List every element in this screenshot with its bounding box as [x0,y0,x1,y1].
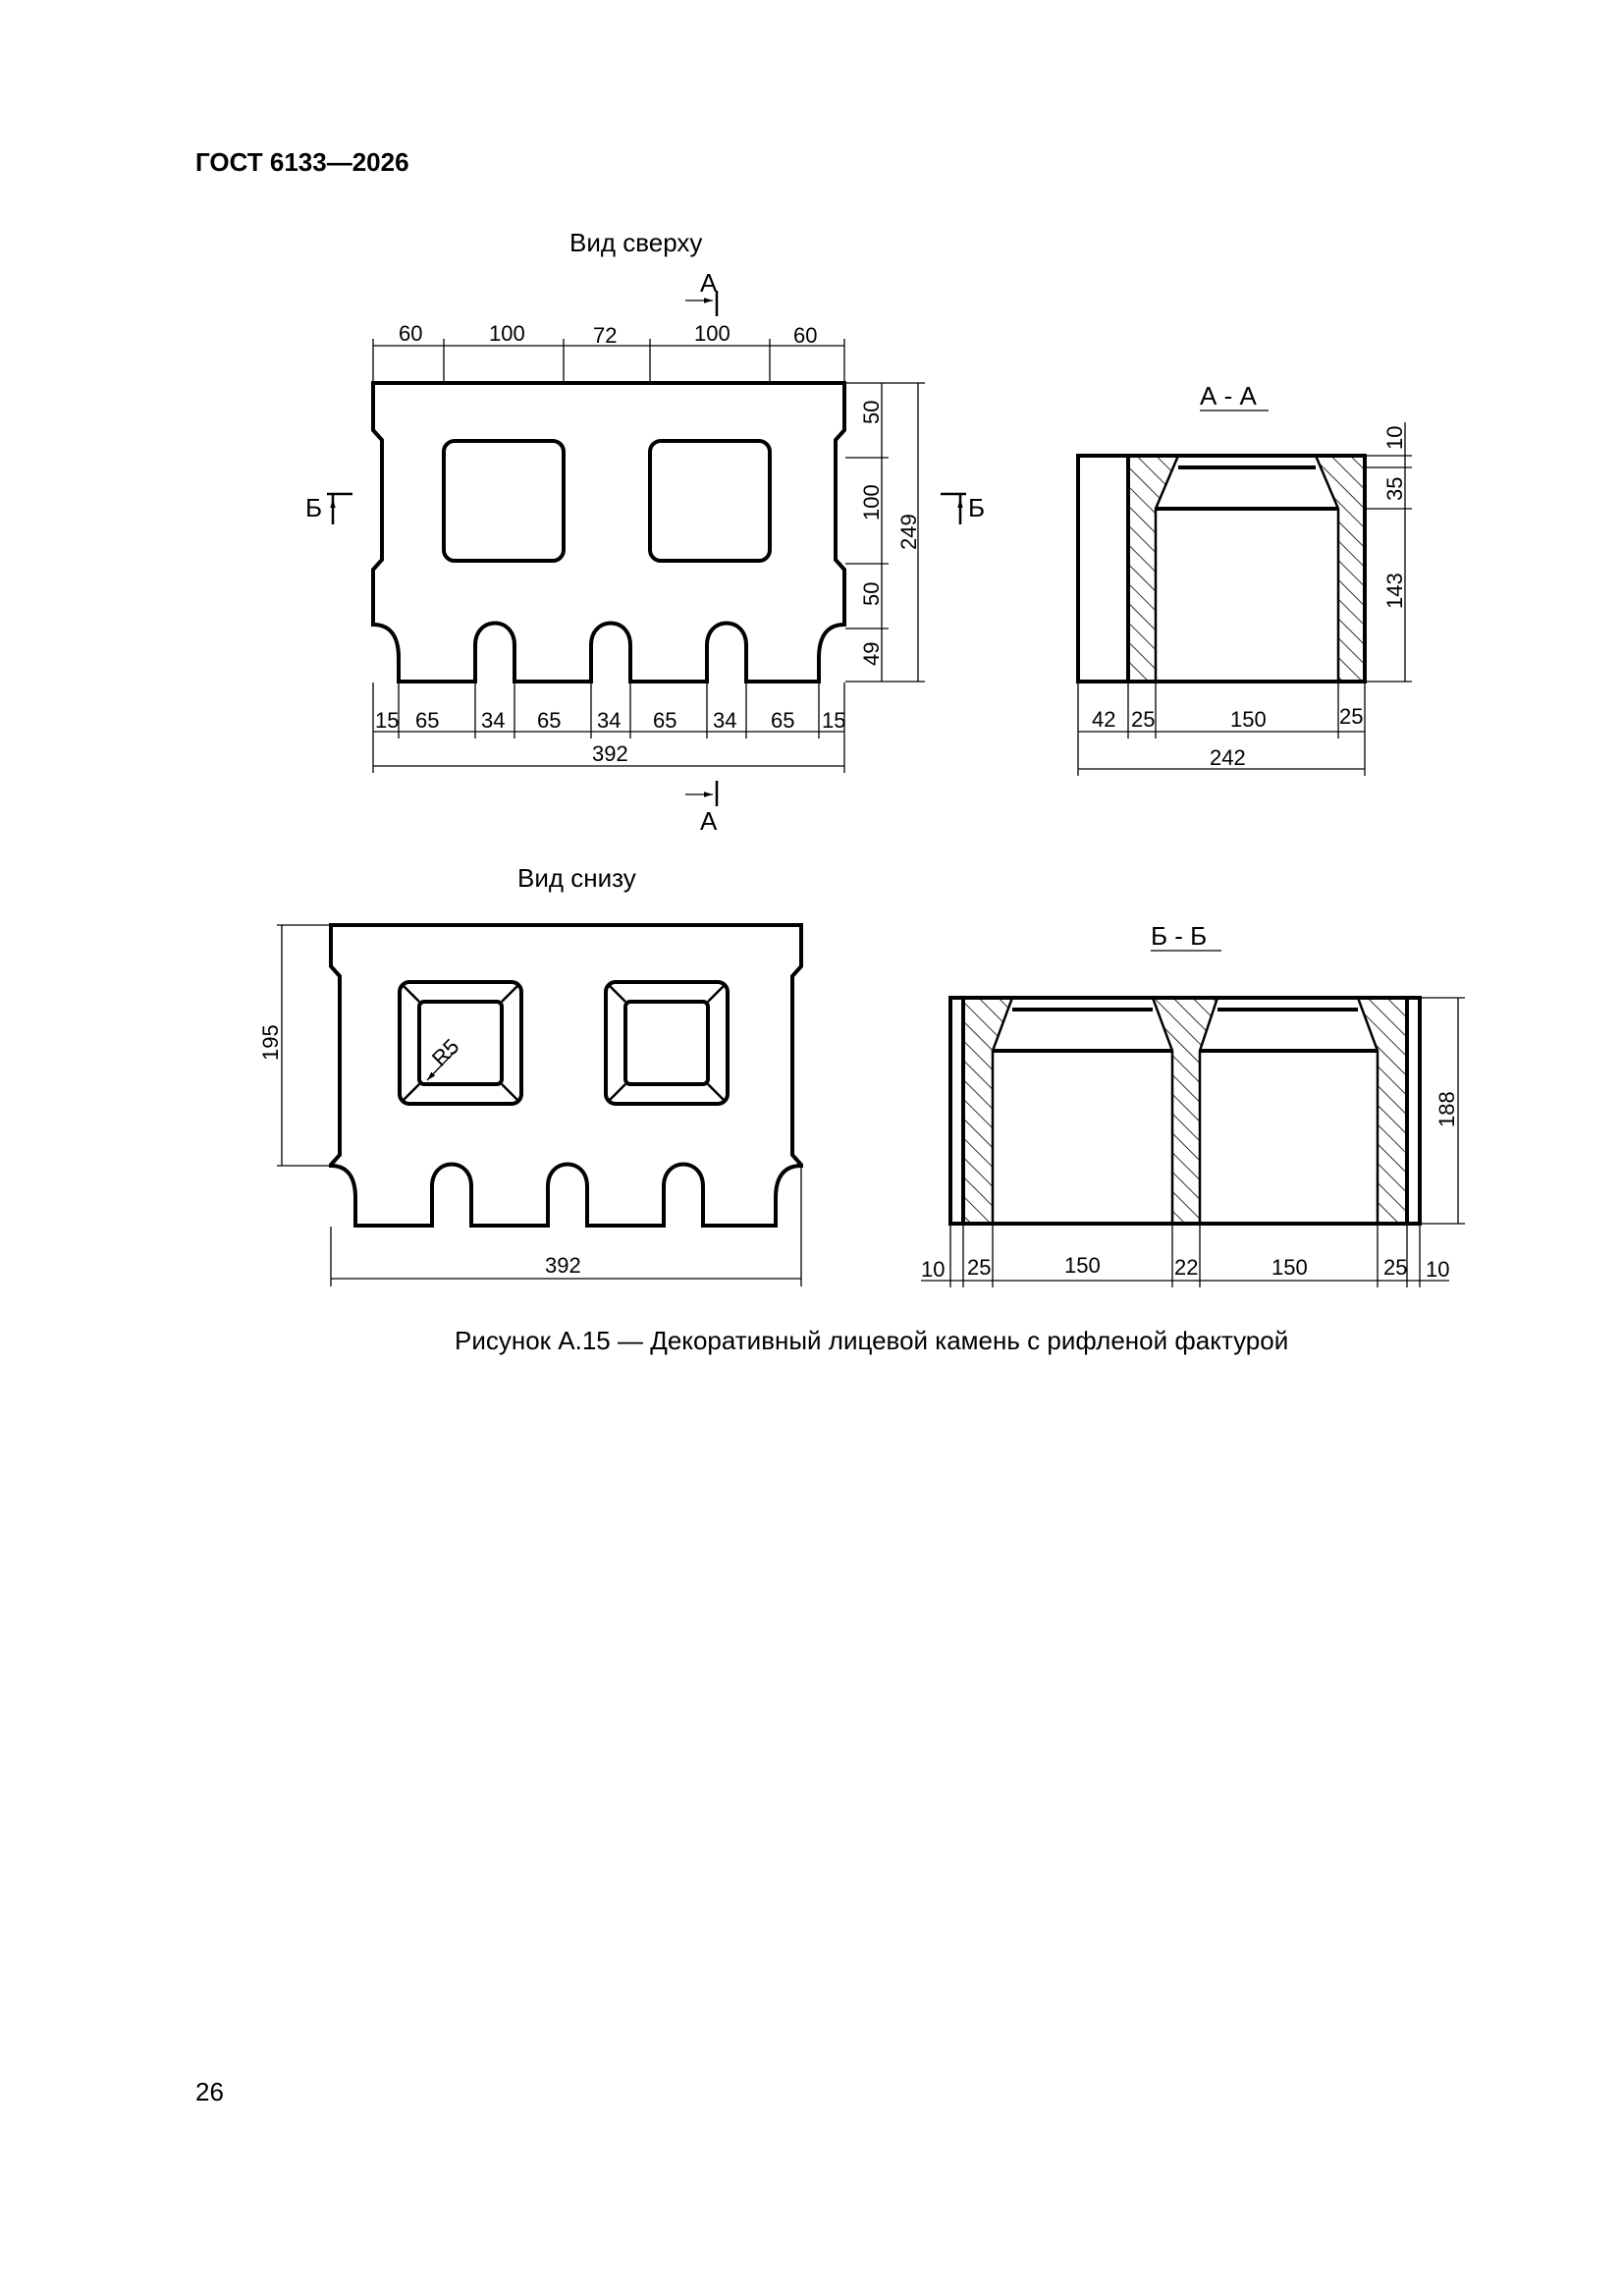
dim-bottom-1: 15 [375,708,399,733]
dim-top-5: 60 [793,323,817,348]
section-mark-b-left: Б [305,493,322,522]
dim-aa-bottom-2: 25 [1131,707,1155,732]
dim-bb-bottom-3: 150 [1064,1253,1101,1278]
dim-bottom-4: 65 [537,708,561,733]
dim-aa-right-2: 35 [1382,477,1407,501]
dim-bottom-8: 65 [771,708,794,733]
dim-bottom-6: 65 [653,708,676,733]
bottom-view-outline [329,923,803,1228]
dim-top-4: 100 [694,321,730,346]
section-bb-title: Б - Б [1151,921,1207,951]
dim-right-2: 100 [859,484,884,520]
dim-bb-bottom-4: 22 [1174,1255,1198,1280]
dim-overall-width-top: 392 [592,741,628,766]
top-view-outline [371,381,846,683]
dim-bottom-7: 34 [713,708,736,733]
page-number: 26 [195,2077,224,2106]
cavity-right [648,439,772,563]
dim-bottom-5: 34 [597,708,621,733]
bottom-cavity-left-outer [398,980,523,1106]
dim-top-3: 72 [593,323,617,348]
top-view: Вид сверху 60 100 72 100 60 15 65 34 [305,228,985,836]
bottom-cavity-right-inner [623,1000,710,1086]
section-mark-a-bottom: А [700,806,718,836]
dim-right-3: 50 [859,582,884,606]
dim-bb-bottom-5: 150 [1271,1255,1308,1280]
bottom-cavity-right-outer [604,980,730,1106]
section-mark-b-right: Б [968,493,985,522]
dim-bb-bottom-2: 25 [967,1255,991,1280]
dim-bottom-3: 34 [481,708,505,733]
figure-caption: Рисунок А.15 — Декоративный лицевой каме… [455,1326,1288,1355]
dim-bottom-2: 65 [415,708,439,733]
bottom-view: Вид снизу R5 195 392 [258,863,803,1286]
dim-aa-right-3: 143 [1382,573,1407,609]
dim-top-1: 60 [399,321,422,346]
section-aa-outline [1076,454,1367,683]
cavity-left [442,439,566,563]
bottom-cavity-left-inner [417,1000,504,1086]
dim-right-1: 50 [859,401,884,424]
dim-aa-bottom-1: 42 [1092,707,1115,732]
bottom-view-title: Вид снизу [517,863,636,893]
section-aa-title: А - А [1200,381,1257,410]
document-header: ГОСТ 6133—2026 [195,147,409,177]
section-bb: Б - Б 188 10 25 150 22 150 25 [921,921,1465,1287]
dim-aa-bottom-4: 25 [1339,704,1363,729]
dim-aa-bottom-3: 150 [1230,707,1267,732]
dim-bottom-view-width: 392 [545,1253,581,1278]
dim-bb-bottom-1: 10 [921,1257,945,1282]
dim-bottom-view-height: 195 [258,1024,283,1061]
dim-bottom-9: 15 [822,708,845,733]
dim-aa-overall-width: 242 [1210,745,1246,770]
dim-top-2: 100 [489,321,525,346]
dim-right-4: 49 [859,642,884,666]
section-mark-a-top: А [700,268,718,298]
dim-bb-bottom-7: 10 [1426,1257,1449,1282]
dim-overall-height: 249 [896,514,921,550]
dim-bb-bottom-6: 25 [1383,1255,1407,1280]
radius-label: R5 [427,1034,464,1071]
dim-bb-height: 188 [1434,1091,1459,1127]
section-aa: А - А 10 35 143 42 25 150 25 242 [1076,381,1412,776]
dim-aa-right-1: 10 [1382,426,1407,450]
top-view-title: Вид сверху [569,228,702,257]
